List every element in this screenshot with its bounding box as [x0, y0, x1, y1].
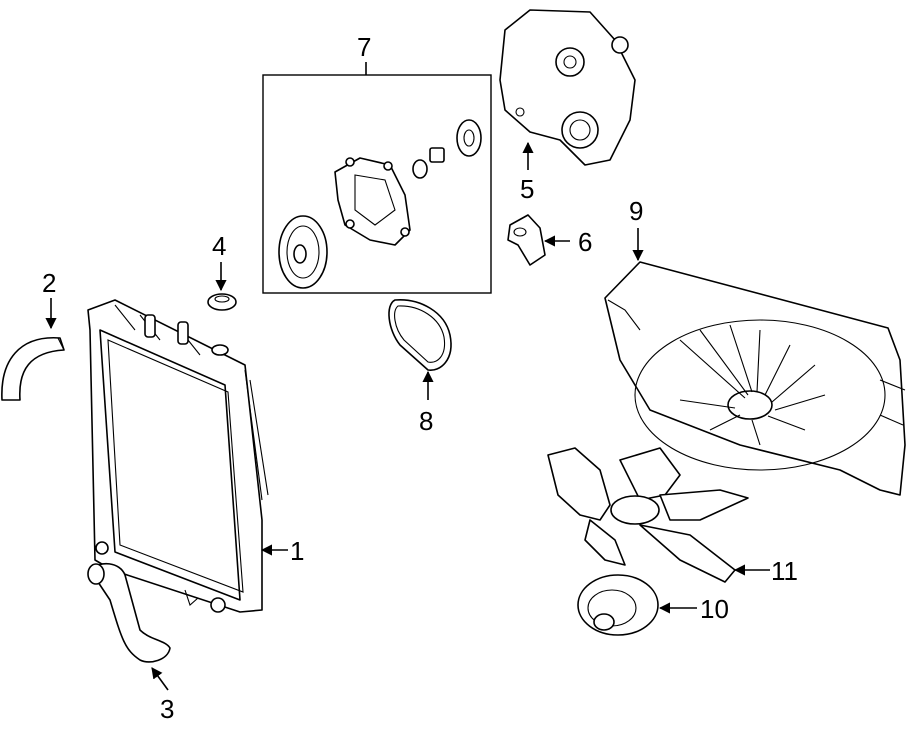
fan-clutch[interactable] [577, 574, 659, 636]
timing-cover[interactable] [499, 9, 636, 166]
callout-3: 3 [160, 694, 174, 724]
callout-2: 2 [42, 268, 56, 298]
leader-lines [45, 62, 770, 691]
callout-10: 10 [700, 594, 729, 624]
callout-9: 9 [629, 196, 643, 226]
callout-7: 7 [357, 32, 371, 62]
lower-hose[interactable] [87, 562, 171, 663]
fan-shroud[interactable] [604, 261, 906, 496]
callout-1: 1 [290, 536, 304, 566]
callout-6: 6 [578, 227, 592, 257]
radiator[interactable] [87, 299, 269, 613]
callout-4: 4 [212, 231, 226, 261]
fan-blade[interactable] [547, 447, 749, 583]
thermostat-housing[interactable] [507, 214, 546, 266]
radiator-cap[interactable] [207, 293, 237, 311]
upper-hose[interactable] [1, 337, 65, 401]
callout-5: 5 [520, 174, 534, 204]
callout-8: 8 [419, 406, 433, 436]
callout-11: 11 [771, 556, 798, 586]
gasket[interactable] [388, 299, 452, 371]
water-pump-kit[interactable] [262, 74, 492, 294]
